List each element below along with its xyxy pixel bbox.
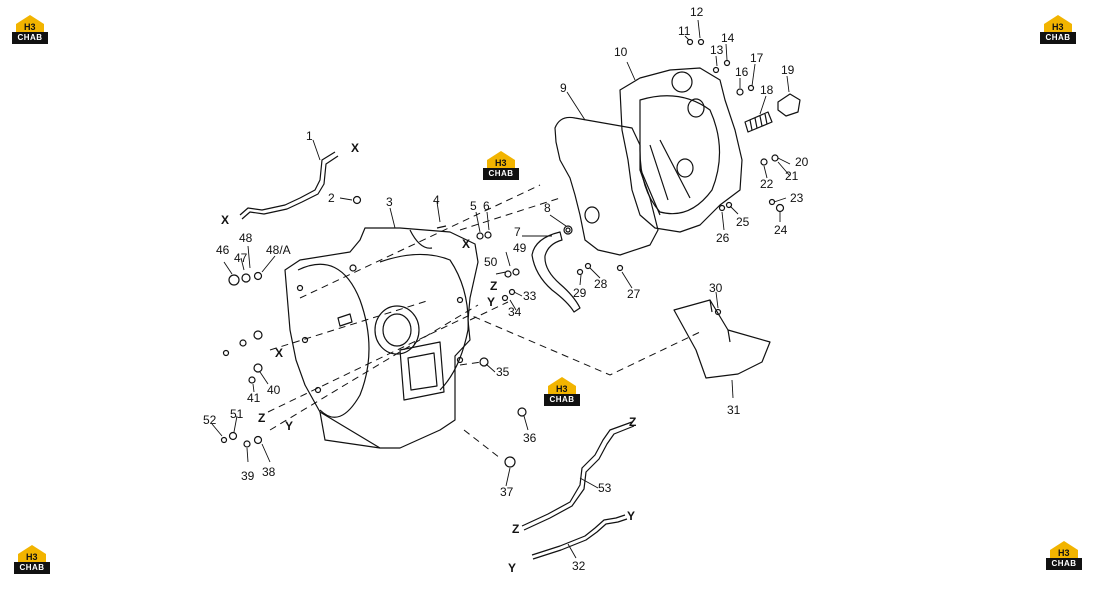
pipe-1 bbox=[239, 151, 336, 216]
callout-30: 30 bbox=[709, 281, 723, 295]
house-logo-icon: H3 bbox=[16, 15, 44, 32]
callout-25: 25 bbox=[736, 215, 750, 229]
callout-27: 27 bbox=[627, 287, 641, 301]
callout-12: 12 bbox=[690, 5, 704, 19]
callout-48-a: 48/A bbox=[266, 243, 291, 257]
callout-22: 22 bbox=[760, 177, 774, 191]
callout-50: 50 bbox=[484, 255, 498, 269]
callout-48: 48 bbox=[239, 231, 253, 245]
cover-10 bbox=[619, 67, 743, 233]
svg-text:H3: H3 bbox=[1058, 548, 1070, 558]
reference-letter-x: X bbox=[462, 237, 470, 251]
callout-51: 51 bbox=[230, 407, 244, 421]
watermark-logo-center: H3 CHAB bbox=[544, 376, 580, 410]
svg-text:H3: H3 bbox=[495, 158, 507, 168]
callout-21: 21 bbox=[785, 169, 799, 183]
plug-19 bbox=[777, 93, 801, 117]
callout-40: 40 bbox=[267, 383, 281, 397]
callout-5: 5 bbox=[470, 199, 477, 213]
watermark-brand: CHAB bbox=[1040, 32, 1076, 44]
callout-35: 35 bbox=[496, 365, 510, 379]
callout-37: 37 bbox=[500, 485, 514, 499]
callout-3: 3 bbox=[386, 195, 393, 209]
watermark-logo-bottom-right: H3 CHAB bbox=[1046, 540, 1082, 574]
watermark-logo-center-top: H3 CHAB bbox=[483, 150, 519, 184]
callout-20: 20 bbox=[795, 155, 809, 169]
svg-text:H3: H3 bbox=[24, 22, 36, 32]
callout-10: 10 bbox=[614, 45, 628, 59]
watermark-brand: CHAB bbox=[483, 168, 519, 180]
callout-34: 34 bbox=[508, 305, 522, 319]
callout-19: 19 bbox=[781, 63, 795, 77]
house-logo-icon: H3 bbox=[1044, 15, 1072, 32]
reference-letter-y: Y bbox=[487, 295, 495, 309]
callout-13: 13 bbox=[710, 43, 724, 57]
reference-letter-y: Y bbox=[285, 419, 293, 433]
svg-text:H3: H3 bbox=[26, 552, 38, 562]
reference-letter-x: X bbox=[275, 346, 283, 360]
screen-18 bbox=[744, 111, 773, 133]
callout-38: 38 bbox=[262, 465, 276, 479]
callout-1: 1 bbox=[306, 129, 313, 143]
callout-32: 32 bbox=[572, 559, 586, 573]
house-logo-icon: H3 bbox=[487, 151, 515, 168]
watermark-brand: CHAB bbox=[14, 562, 50, 574]
watermark-brand: CHAB bbox=[544, 394, 580, 406]
reference-letter-y: Y bbox=[508, 561, 516, 575]
reference-letter-z: Z bbox=[490, 279, 497, 293]
callout-31: 31 bbox=[727, 403, 741, 417]
callout-53: 53 bbox=[598, 481, 612, 495]
watermark-brand: CHAB bbox=[12, 32, 48, 44]
callout-28: 28 bbox=[594, 277, 608, 291]
callout-46: 46 bbox=[216, 243, 230, 257]
callout-2: 2 bbox=[328, 191, 335, 205]
tube-53 bbox=[521, 421, 633, 527]
reference-letter-z: Z bbox=[629, 415, 636, 429]
reference-letter-x: X bbox=[221, 213, 229, 227]
callout-6: 6 bbox=[483, 199, 490, 213]
transmission-housing-3 bbox=[284, 227, 479, 449]
callout-17: 17 bbox=[750, 51, 764, 65]
watermark-brand: CHAB bbox=[1046, 558, 1082, 570]
house-logo-icon: H3 bbox=[1050, 541, 1078, 558]
callout-36: 36 bbox=[523, 431, 537, 445]
callout-47: 47 bbox=[234, 251, 248, 265]
house-logo-icon: H3 bbox=[548, 377, 576, 394]
small-fasteners bbox=[220, 38, 785, 468]
reference-letter-z: Z bbox=[512, 522, 519, 536]
deflector-31 bbox=[673, 299, 771, 379]
svg-text:H3: H3 bbox=[556, 384, 568, 394]
callout-29: 29 bbox=[573, 286, 587, 300]
callout-26: 26 bbox=[716, 231, 730, 245]
callout-52: 52 bbox=[203, 413, 217, 427]
reference-letter-y: Y bbox=[627, 509, 635, 523]
callout-24: 24 bbox=[774, 223, 788, 237]
tube-32 bbox=[531, 514, 626, 556]
callout-23: 23 bbox=[790, 191, 804, 205]
watermark-logo-top-left: H3 CHAB bbox=[12, 14, 48, 48]
reference-letter-z: Z bbox=[258, 411, 265, 425]
watermark-logo-bottom-left: H3 CHAB bbox=[14, 544, 50, 578]
callout-33: 33 bbox=[523, 289, 537, 303]
gasket-9 bbox=[554, 116, 659, 256]
tube-7 bbox=[531, 231, 581, 313]
watermark-logo-top-right: H3 CHAB bbox=[1040, 14, 1076, 48]
callout-4: 4 bbox=[433, 193, 440, 207]
callout-8: 8 bbox=[544, 201, 551, 215]
callout-7: 7 bbox=[514, 225, 521, 239]
reference-letter-x: X bbox=[351, 141, 359, 155]
callout-41: 41 bbox=[247, 391, 261, 405]
callout-39: 39 bbox=[241, 469, 255, 483]
house-logo-icon: H3 bbox=[18, 545, 46, 562]
callout-16: 16 bbox=[735, 65, 749, 79]
callout-11: 11 bbox=[678, 24, 691, 38]
callout-9: 9 bbox=[560, 81, 567, 95]
callout-14: 14 bbox=[721, 31, 735, 45]
svg-text:H3: H3 bbox=[1052, 22, 1064, 32]
callout-49: 49 bbox=[513, 241, 527, 255]
callout-18: 18 bbox=[760, 83, 774, 97]
